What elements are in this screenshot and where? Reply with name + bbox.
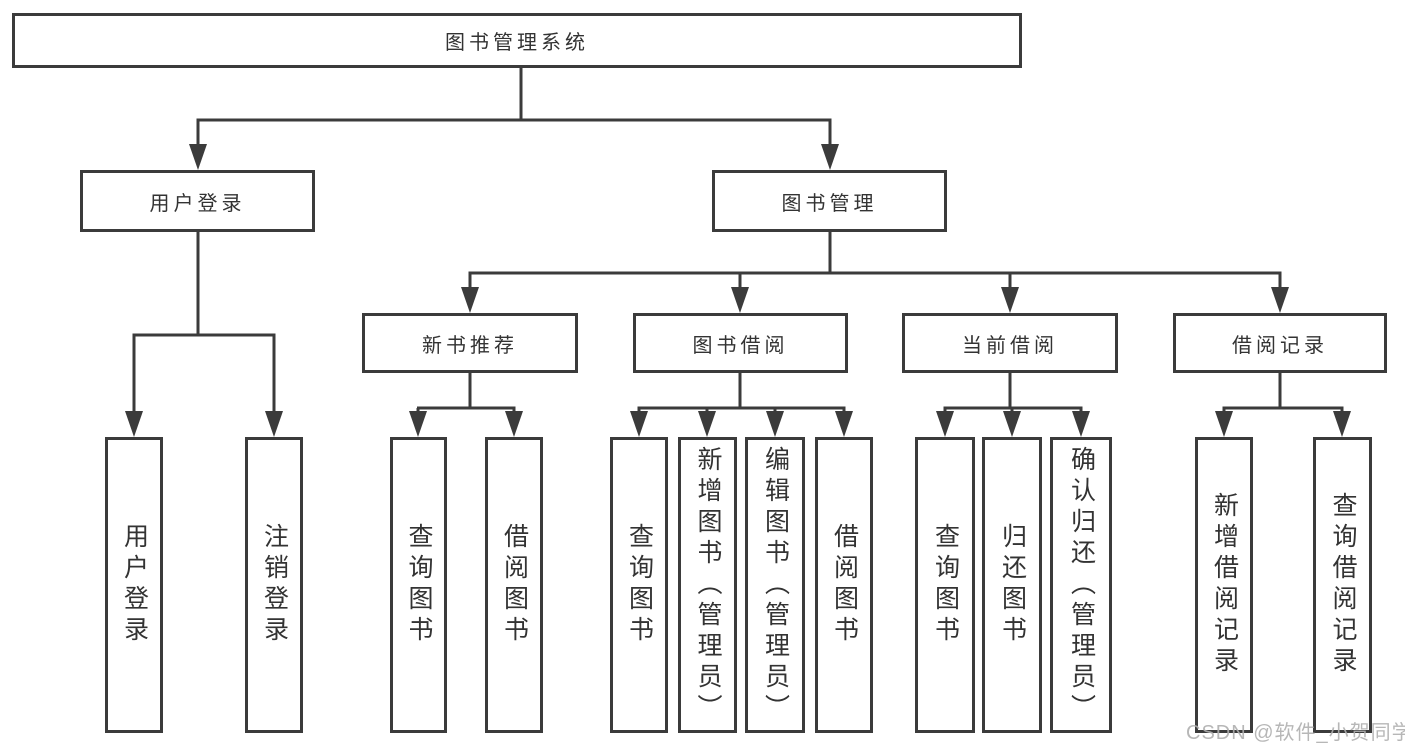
leaf-label: 编辑图书（管理员） — [761, 445, 790, 725]
node-label: 当前借阅 — [962, 334, 1058, 357]
node-borrowing-records: 借阅记录 — [1173, 313, 1387, 373]
leaf-logout-login: 注销登录 — [245, 437, 303, 733]
node-label: 图书管理 — [781, 192, 878, 215]
node-book-management: 图书管理 — [712, 170, 947, 232]
leaf-label: 新增图书（管理员） — [694, 445, 722, 725]
leaf-label: 借阅图书 — [830, 523, 859, 647]
leaf-label: 归还图书 — [998, 523, 1027, 647]
node-new-book-recommendation: 新书推荐 — [362, 313, 578, 373]
leaf-label: 新增借阅记录 — [1210, 492, 1239, 678]
leaf-borrow-books-borrowing: 借阅图书 — [815, 437, 873, 733]
node-label: 图书借阅 — [692, 334, 789, 357]
leaf-edit-books-admin: 编辑图书（管理员） — [745, 437, 805, 733]
leaf-label: 查询图书 — [625, 523, 654, 647]
leaf-label: 确认归还（管理员） — [1067, 445, 1096, 725]
leaf-return-books: 归还图书 — [982, 437, 1042, 733]
leaf-query-books-current: 查询图书 — [915, 437, 975, 733]
leaf-label: 用户登录 — [120, 523, 149, 647]
node-label: 用户登录 — [149, 192, 246, 215]
leaf-label: 注销登录 — [260, 523, 289, 647]
node-library-system: 图书管理系统 — [12, 13, 1022, 68]
node-user-login: 用户登录 — [80, 170, 315, 232]
node-book-borrowing: 图书借阅 — [633, 313, 848, 373]
leaf-add-borrow-record: 新增借阅记录 — [1195, 437, 1253, 733]
leaf-query-borrow-record: 查询借阅记录 — [1313, 437, 1372, 733]
leaf-label: 查询图书 — [931, 523, 960, 647]
node-current-borrowing: 当前借阅 — [902, 313, 1118, 373]
leaf-user-login: 用户登录 — [105, 437, 163, 733]
node-label: 新书推荐 — [422, 334, 518, 357]
leaf-label: 查询图书 — [405, 523, 433, 647]
leaf-label: 借阅图书 — [500, 523, 529, 647]
leaf-label: 查询借阅记录 — [1329, 492, 1357, 678]
leaf-query-books-recommendation: 查询图书 — [390, 437, 447, 733]
leaf-borrow-books-recommendation: 借阅图书 — [485, 437, 543, 733]
leaf-add-books-admin: 新增图书（管理员） — [678, 437, 737, 733]
node-label: 图书管理系统 — [445, 32, 589, 54]
leaf-query-books-borrowing: 查询图书 — [610, 437, 668, 733]
node-label: 借阅记录 — [1232, 334, 1328, 357]
watermark: CSDN @软件_小贺同学 — [1186, 722, 1405, 744]
leaf-confirm-return-admin: 确认归还（管理员） — [1050, 437, 1112, 733]
